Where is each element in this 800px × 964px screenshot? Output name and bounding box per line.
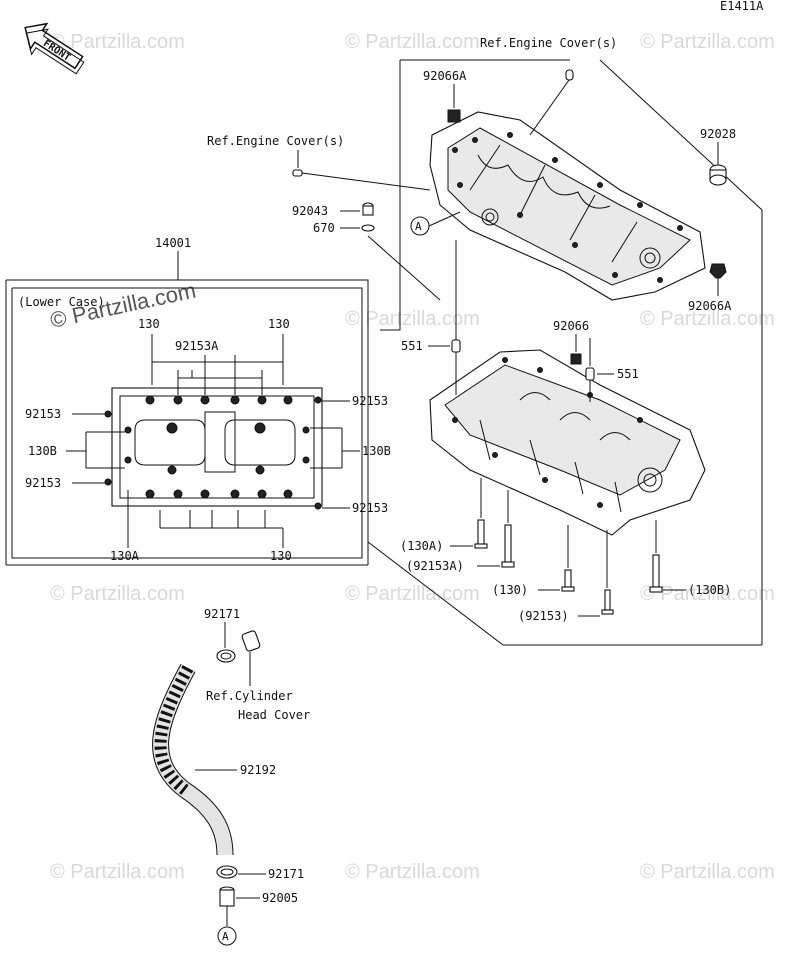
label-130-top-right: 130 [268,317,290,331]
watermark: © Partzilla.com [345,308,480,330]
bolt-130A [474,519,488,549]
label-lower-case: (Lower Case) [18,295,105,309]
label-92153A: 92153A [175,339,219,353]
bolt-92153A [501,524,515,568]
watermark: © Partzilla.com [345,31,480,53]
label-92153-left-2: 92153 [25,476,61,490]
lower-case-box [5,279,369,566]
label-130-paren: (130) [492,583,528,597]
plug-92066A-top [447,109,461,123]
label-130B-left: 130B [28,444,57,458]
label-92153-right-1: 92153 [352,394,388,408]
label-670: 670 [313,221,335,235]
label-551-right: 551 [617,367,639,381]
label-92066: 92066 [553,319,589,333]
label-ref-engine-cover-top: Ref.Engine Cover(s) [480,36,617,50]
watermark: © Partzilla.com [640,583,775,605]
label-92171-top: 92171 [204,607,240,621]
label-92192: 92192 [240,763,276,777]
label-130A-paren: (130A) [400,539,443,553]
reference-a-bottom-label: A [222,930,229,943]
plug-92066 [570,353,582,365]
o-ring-670 [361,224,375,232]
watermark: © Partzilla.com [345,583,480,605]
pin-92043 [362,202,374,216]
label-92066A-right: 92066A [688,299,732,313]
label-130B-right: 130B [362,444,391,458]
lower-case-plan-view: (Lower Case) [18,295,323,510]
label-130A-bottom: 130A [110,549,140,563]
label-92153-right-2: 92153 [352,501,388,515]
label-ref-cylinder-head-2: Head Cover [238,708,310,722]
dowel-551-right [585,367,595,381]
label-92043: 92043 [292,204,328,218]
label-92066A-top: 92066A [423,69,467,83]
plug-92066A-right [709,263,727,279]
label-130-top-left: 130 [138,317,160,331]
label-551-left: 551 [401,339,423,353]
label-92005: 92005 [262,891,298,905]
reference-a-bottom: A [217,926,237,946]
diagram-code: E1411A [720,0,764,13]
bushing-92028 [709,164,727,186]
watermark: © Partzilla.com [50,31,185,53]
clamp-92171-bottom [216,865,238,879]
label-92171-bottom: 92171 [268,867,304,881]
fitting-92005 [219,886,235,907]
dowel-pin-top [529,69,574,136]
label-ref-cylinder-head-1: Ref.Cylinder [206,689,293,703]
watermark: © Partzilla.com [640,861,775,883]
dowel-551-left [451,339,461,353]
fitting-top [241,630,261,652]
label-92153-paren: (92153) [518,609,569,623]
label-92153-left-1: 92153 [25,407,61,421]
upper-crankcase [429,111,706,301]
label-130B-paren: (130B) [688,583,731,597]
bolt-130B [649,554,663,593]
label-92028: 92028 [700,127,736,141]
lower-crankcase [429,349,706,536]
watermark: © Partzilla.com [50,583,185,605]
watermark: © Partzilla.com [640,31,775,53]
dowel-pin-mid [292,169,303,177]
breather-hose-92192 [152,663,234,856]
label-92153A-paren: (92153A) [406,559,464,573]
label-130-bottom: 130 [270,549,292,563]
reference-a-label: A [415,220,422,233]
watermark: © Partzilla.com [345,861,480,883]
bolt-130 [561,569,575,592]
clamp-92171-top [216,649,236,663]
reference-a-mid: A [410,211,461,236]
bolt-92153 [601,589,614,615]
assembly-frame [367,59,763,646]
label-14001: 14001 [155,236,191,250]
watermark: © Partzilla.com [640,308,775,330]
watermark: © Partzilla.com [50,861,185,883]
label-ref-engine-cover-mid: Ref.Engine Cover(s) [207,134,344,148]
